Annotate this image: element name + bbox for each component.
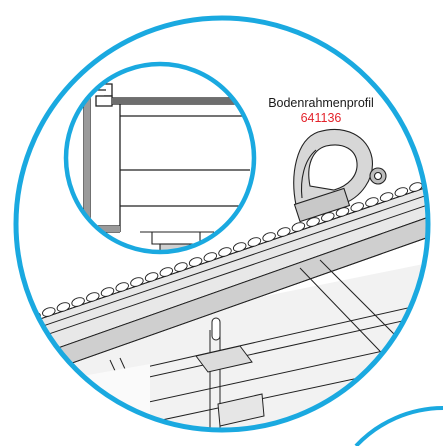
rail-tooth bbox=[188, 257, 203, 267]
rail-tooth bbox=[100, 287, 115, 297]
rail-tooth bbox=[86, 292, 100, 302]
profile-cross-section bbox=[66, 64, 254, 252]
rail-tooth bbox=[218, 247, 232, 257]
rail-tooth bbox=[232, 242, 247, 252]
rail-tooth bbox=[174, 262, 188, 272]
rail-tooth bbox=[71, 297, 85, 307]
rail-tooth bbox=[0, 321, 12, 333]
part-name: Bodenrahmenprofil bbox=[268, 96, 374, 110]
part-callout: Bodenrahmenprofil 641136 bbox=[258, 96, 384, 126]
rail-tooth bbox=[115, 282, 129, 292]
rail-tooth bbox=[144, 272, 159, 282]
rail-tooth bbox=[438, 171, 443, 183]
rail-tooth bbox=[56, 302, 71, 312]
section-frame-ring bbox=[63, 61, 257, 255]
rail-tooth bbox=[379, 192, 394, 202]
rail-tooth bbox=[203, 252, 218, 262]
detail-frame-ring bbox=[13, 15, 431, 433]
part-number: 641136 bbox=[300, 111, 342, 125]
lashing-ring bbox=[293, 128, 387, 223]
rail-tooth bbox=[262, 232, 276, 242]
mounting-bracket bbox=[195, 317, 265, 427]
rail-tooth bbox=[42, 307, 56, 317]
rail-tooth bbox=[394, 187, 409, 197]
next-detail-ring-edge bbox=[354, 406, 443, 446]
rail-tooth bbox=[247, 237, 262, 247]
rail-tooth bbox=[365, 197, 379, 207]
rail-tooth bbox=[16, 317, 27, 327]
rail-tooth bbox=[130, 277, 144, 287]
rail-tooth bbox=[350, 202, 364, 212]
rail-tooth bbox=[291, 222, 306, 232]
rail-tooth bbox=[277, 227, 291, 237]
rail-tooth bbox=[159, 267, 174, 277]
